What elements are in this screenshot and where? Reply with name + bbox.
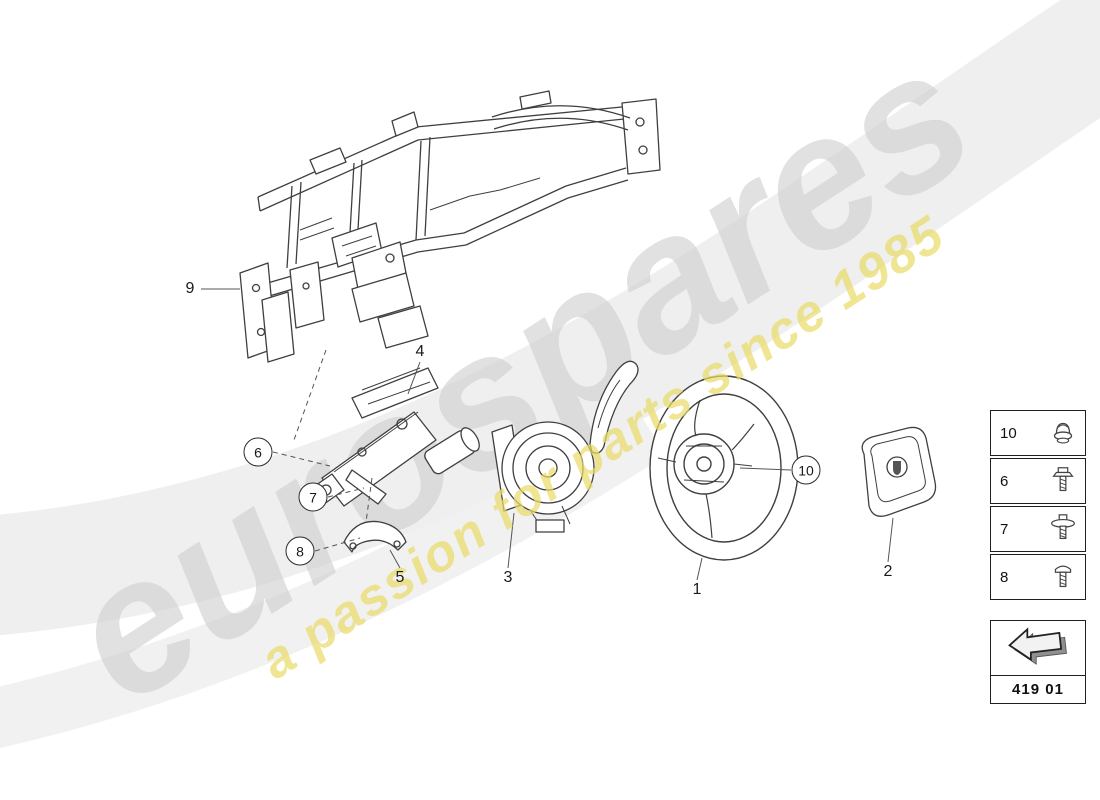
- legend-item-6[interactable]: 6: [990, 458, 1086, 504]
- dashboard-crossmember-drawing: [239, 90, 661, 363]
- callout-10[interactable]: 10: [791, 455, 821, 485]
- arrow-panel: [991, 621, 1085, 676]
- legend-item-label: 10: [1000, 424, 1017, 442]
- callout-7[interactable]: 7: [298, 482, 328, 512]
- diagram-code-box: 419 01: [990, 620, 1086, 704]
- fastener-legend: 10 6 7: [990, 410, 1086, 600]
- callout-2[interactable]: 2: [883, 563, 893, 580]
- legend-item-label: 6: [1000, 472, 1009, 490]
- callout-1[interactable]: 1: [692, 581, 702, 598]
- screw-icon: [1054, 565, 1072, 588]
- support-bracket-drawing: [343, 520, 407, 553]
- callout-5[interactable]: 5: [395, 569, 405, 586]
- callout-4[interactable]: 4: [415, 343, 425, 360]
- flange-bolt-icon: [1052, 467, 1074, 492]
- steering-column-drawing: [311, 367, 480, 507]
- callout-8[interactable]: 8: [285, 536, 315, 566]
- clock-spring-drawing: [491, 421, 595, 533]
- diagram-code: 419 01: [1012, 681, 1064, 698]
- callout-6[interactable]: 6: [243, 437, 273, 467]
- legend-item-label: 8: [1000, 568, 1009, 586]
- legend-item-label: 7: [1000, 520, 1009, 538]
- legend-item-8[interactable]: 8: [990, 554, 1086, 600]
- washer-bolt-icon: [1051, 514, 1075, 540]
- nav-arrow-icon: [1008, 627, 1067, 665]
- airbag-module-drawing: [861, 426, 937, 517]
- callout-9[interactable]: 9: [185, 280, 195, 297]
- watermark-brand: eurospares: [32, 8, 1007, 744]
- legend-item-7[interactable]: 7: [990, 506, 1086, 552]
- legend-item-10[interactable]: 10: [990, 410, 1086, 456]
- shift-paddle-drawing: [589, 360, 639, 454]
- callout-3[interactable]: 3: [503, 569, 513, 586]
- dome-nut-icon: [1053, 422, 1073, 444]
- leader-lines: [201, 288, 894, 581]
- steering-wheel-drawing: [649, 375, 799, 561]
